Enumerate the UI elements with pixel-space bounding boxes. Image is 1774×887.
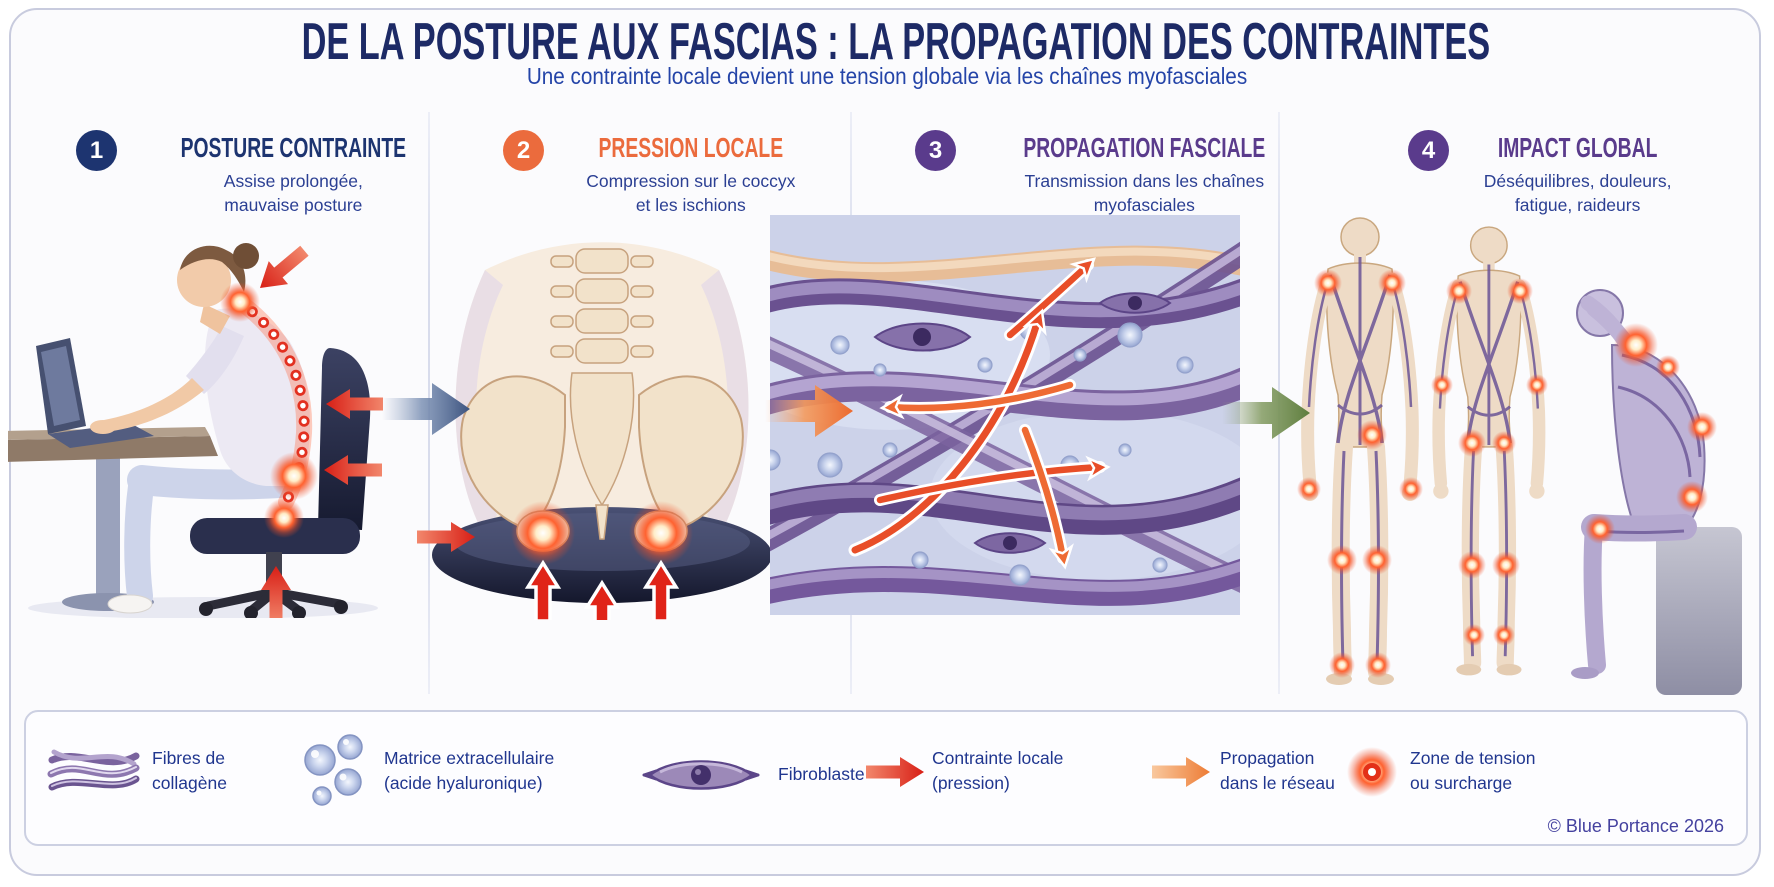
hand — [90, 420, 116, 434]
laptop — [36, 338, 154, 448]
step-2-description: Compression sur le coccyx et les ischion… — [586, 171, 796, 216]
step-4-number-badge: 4 — [1408, 130, 1449, 171]
spine-stress-line — [220, 282, 318, 538]
tension-glow-neck — [220, 282, 260, 322]
iliac-wing-right — [638, 375, 744, 531]
illustration-posture-contrainte — [8, 239, 383, 618]
step-2-title: PRESSION LOCALE — [598, 132, 784, 163]
tension-glow-lumbar — [270, 452, 318, 500]
red-arrow-icon — [866, 757, 924, 787]
fibroblast-cells — [873, 292, 1172, 554]
tension-glows-figure-1 — [1297, 269, 1423, 678]
step-2-number-badge: 2 — [503, 130, 544, 171]
extracellular-matrix-icon — [304, 734, 363, 806]
legend-label-propagation: Propagation dans le réseau — [1220, 748, 1335, 794]
fibroblast-icon — [642, 760, 760, 790]
copyright-notice: © Blue Portance 2026 — [1547, 816, 1724, 836]
arrow-step1-to-step2 — [382, 383, 470, 435]
tension-glows-figure-2 — [1431, 278, 1548, 646]
step-2-header: 2 PRESSION LOCALE Compression sur le coc… — [503, 128, 825, 217]
shoe — [107, 594, 153, 614]
step-4-header: 4 IMPACT GLOBAL Déséquilibres, douleurs,… — [1408, 128, 1693, 217]
tension-glow-knee — [1585, 514, 1615, 544]
tension-glow-hip — [1676, 481, 1708, 513]
tension-glow-ischium-right — [629, 501, 693, 565]
collagen-fibers-icon — [47, 749, 140, 791]
tension-glow-mid-back — [1687, 412, 1717, 442]
legend-label-local-stress: Contrainte locale (pression) — [932, 748, 1064, 794]
step-1-number-badge: 1 — [76, 130, 117, 171]
desk — [8, 427, 218, 611]
arrow-step3-to-step4 — [1222, 387, 1310, 439]
seated-woman — [90, 243, 311, 614]
arrow-step2-to-step3 — [765, 385, 853, 437]
iliac-wing-left — [460, 375, 566, 531]
step-4-description: Déséquilibres, douleurs, fatigue, raideu… — [1483, 171, 1672, 216]
collagen-fiber-bands — [770, 241, 1240, 606]
step-3-number-badge: 3 — [915, 130, 956, 171]
legend-label-tension-zone: Zone de tension ou surcharge — [1410, 748, 1536, 794]
step-1-header: 1 POSTURE CONTRAINTE Assise prolongée, m… — [76, 128, 457, 217]
head — [177, 253, 231, 307]
step-1-description: Assise prolongée, mauvaise posture — [223, 171, 363, 216]
step-3-title: PROPAGATION FASCIALE — [1023, 132, 1266, 163]
illustration-impact-global — [1297, 217, 1742, 695]
slumped-seated-figure — [1571, 289, 1717, 679]
illustration-pression-locale — [417, 242, 800, 620]
coccyx — [595, 504, 609, 540]
step-3-description: Transmission dans les chaînes myofascial… — [1024, 171, 1265, 216]
tension-glow-neck-shoulder — [1614, 323, 1658, 367]
page-title: DE LA POSTURE AUX FASCIAS : LA PROPAGATI… — [301, 13, 1491, 71]
tension-glow-ischium-left — [511, 501, 575, 565]
legend-label-matrix: Matrice extracellulaire (acide hyaluroni… — [384, 748, 555, 794]
legend-box: Fibres de collagène Matrice extracellula… — [24, 710, 1748, 846]
tension-zone-icon — [1347, 747, 1397, 797]
tension-glow-upper-back — [1656, 355, 1680, 379]
seat-block — [1656, 527, 1742, 695]
hair-bun — [233, 243, 259, 269]
illustration-propagation-fasciale — [770, 215, 1240, 615]
step-1-title: POSTURE CONTRAINTE — [180, 132, 407, 163]
legend-label-collagen: Fibres de collagène — [152, 748, 227, 794]
page-subtitle: Une contrainte locale devient une tensio… — [526, 63, 1248, 89]
step-4-title: IMPACT GLOBAL — [1497, 132, 1658, 163]
orange-arrow-icon — [1152, 757, 1210, 787]
legend-label-fibroblast: Fibroblaste — [778, 764, 865, 784]
propagation-arrows — [848, 250, 1110, 570]
office-chair — [190, 348, 371, 618]
step-3-header: 3 PROPAGATION FASCIALE Transmission dans… — [915, 128, 1320, 217]
tension-glow-sacrum — [264, 498, 304, 538]
